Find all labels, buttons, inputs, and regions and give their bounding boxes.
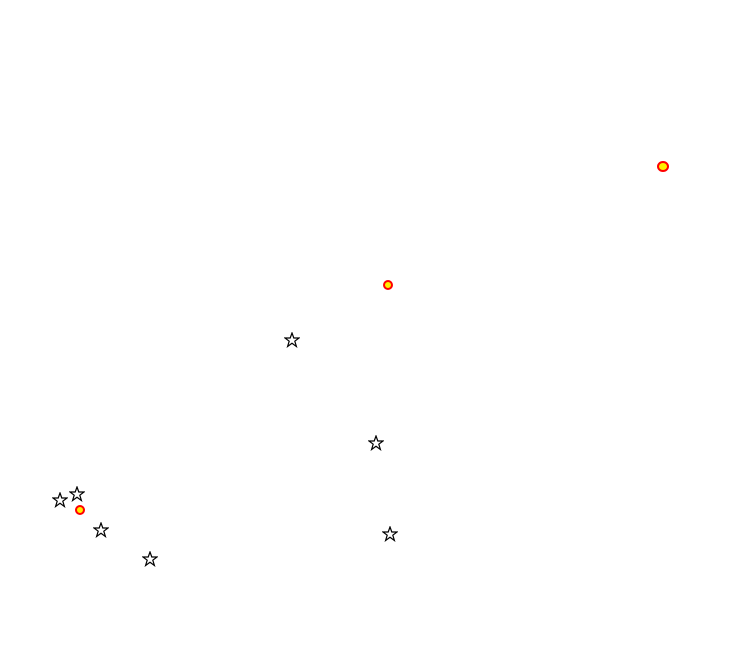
star-marker-icon[interactable] bbox=[368, 435, 384, 451]
circle-marker-icon[interactable] bbox=[657, 161, 669, 172]
star-marker-icon[interactable] bbox=[382, 526, 398, 542]
star-marker-icon[interactable] bbox=[284, 332, 300, 348]
circle-marker-icon[interactable] bbox=[383, 280, 393, 290]
star-marker-icon[interactable] bbox=[142, 551, 158, 567]
star-marker-icon[interactable] bbox=[52, 492, 68, 508]
circle-marker-icon[interactable] bbox=[75, 505, 85, 515]
star-marker-icon[interactable] bbox=[69, 486, 85, 502]
star-marker-icon[interactable] bbox=[93, 522, 109, 538]
